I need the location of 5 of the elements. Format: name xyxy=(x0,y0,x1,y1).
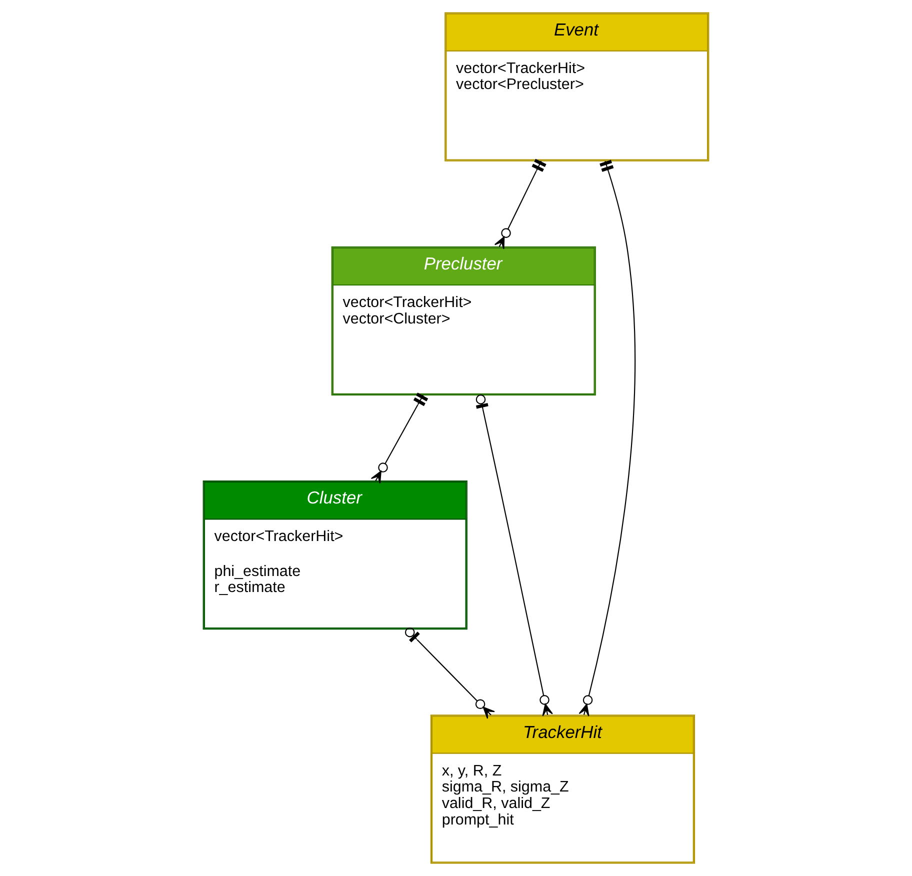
connector xyxy=(578,160,636,717)
connector xyxy=(476,394,553,716)
connector xyxy=(494,158,546,250)
connector xyxy=(404,627,496,719)
connector xyxy=(370,392,428,484)
